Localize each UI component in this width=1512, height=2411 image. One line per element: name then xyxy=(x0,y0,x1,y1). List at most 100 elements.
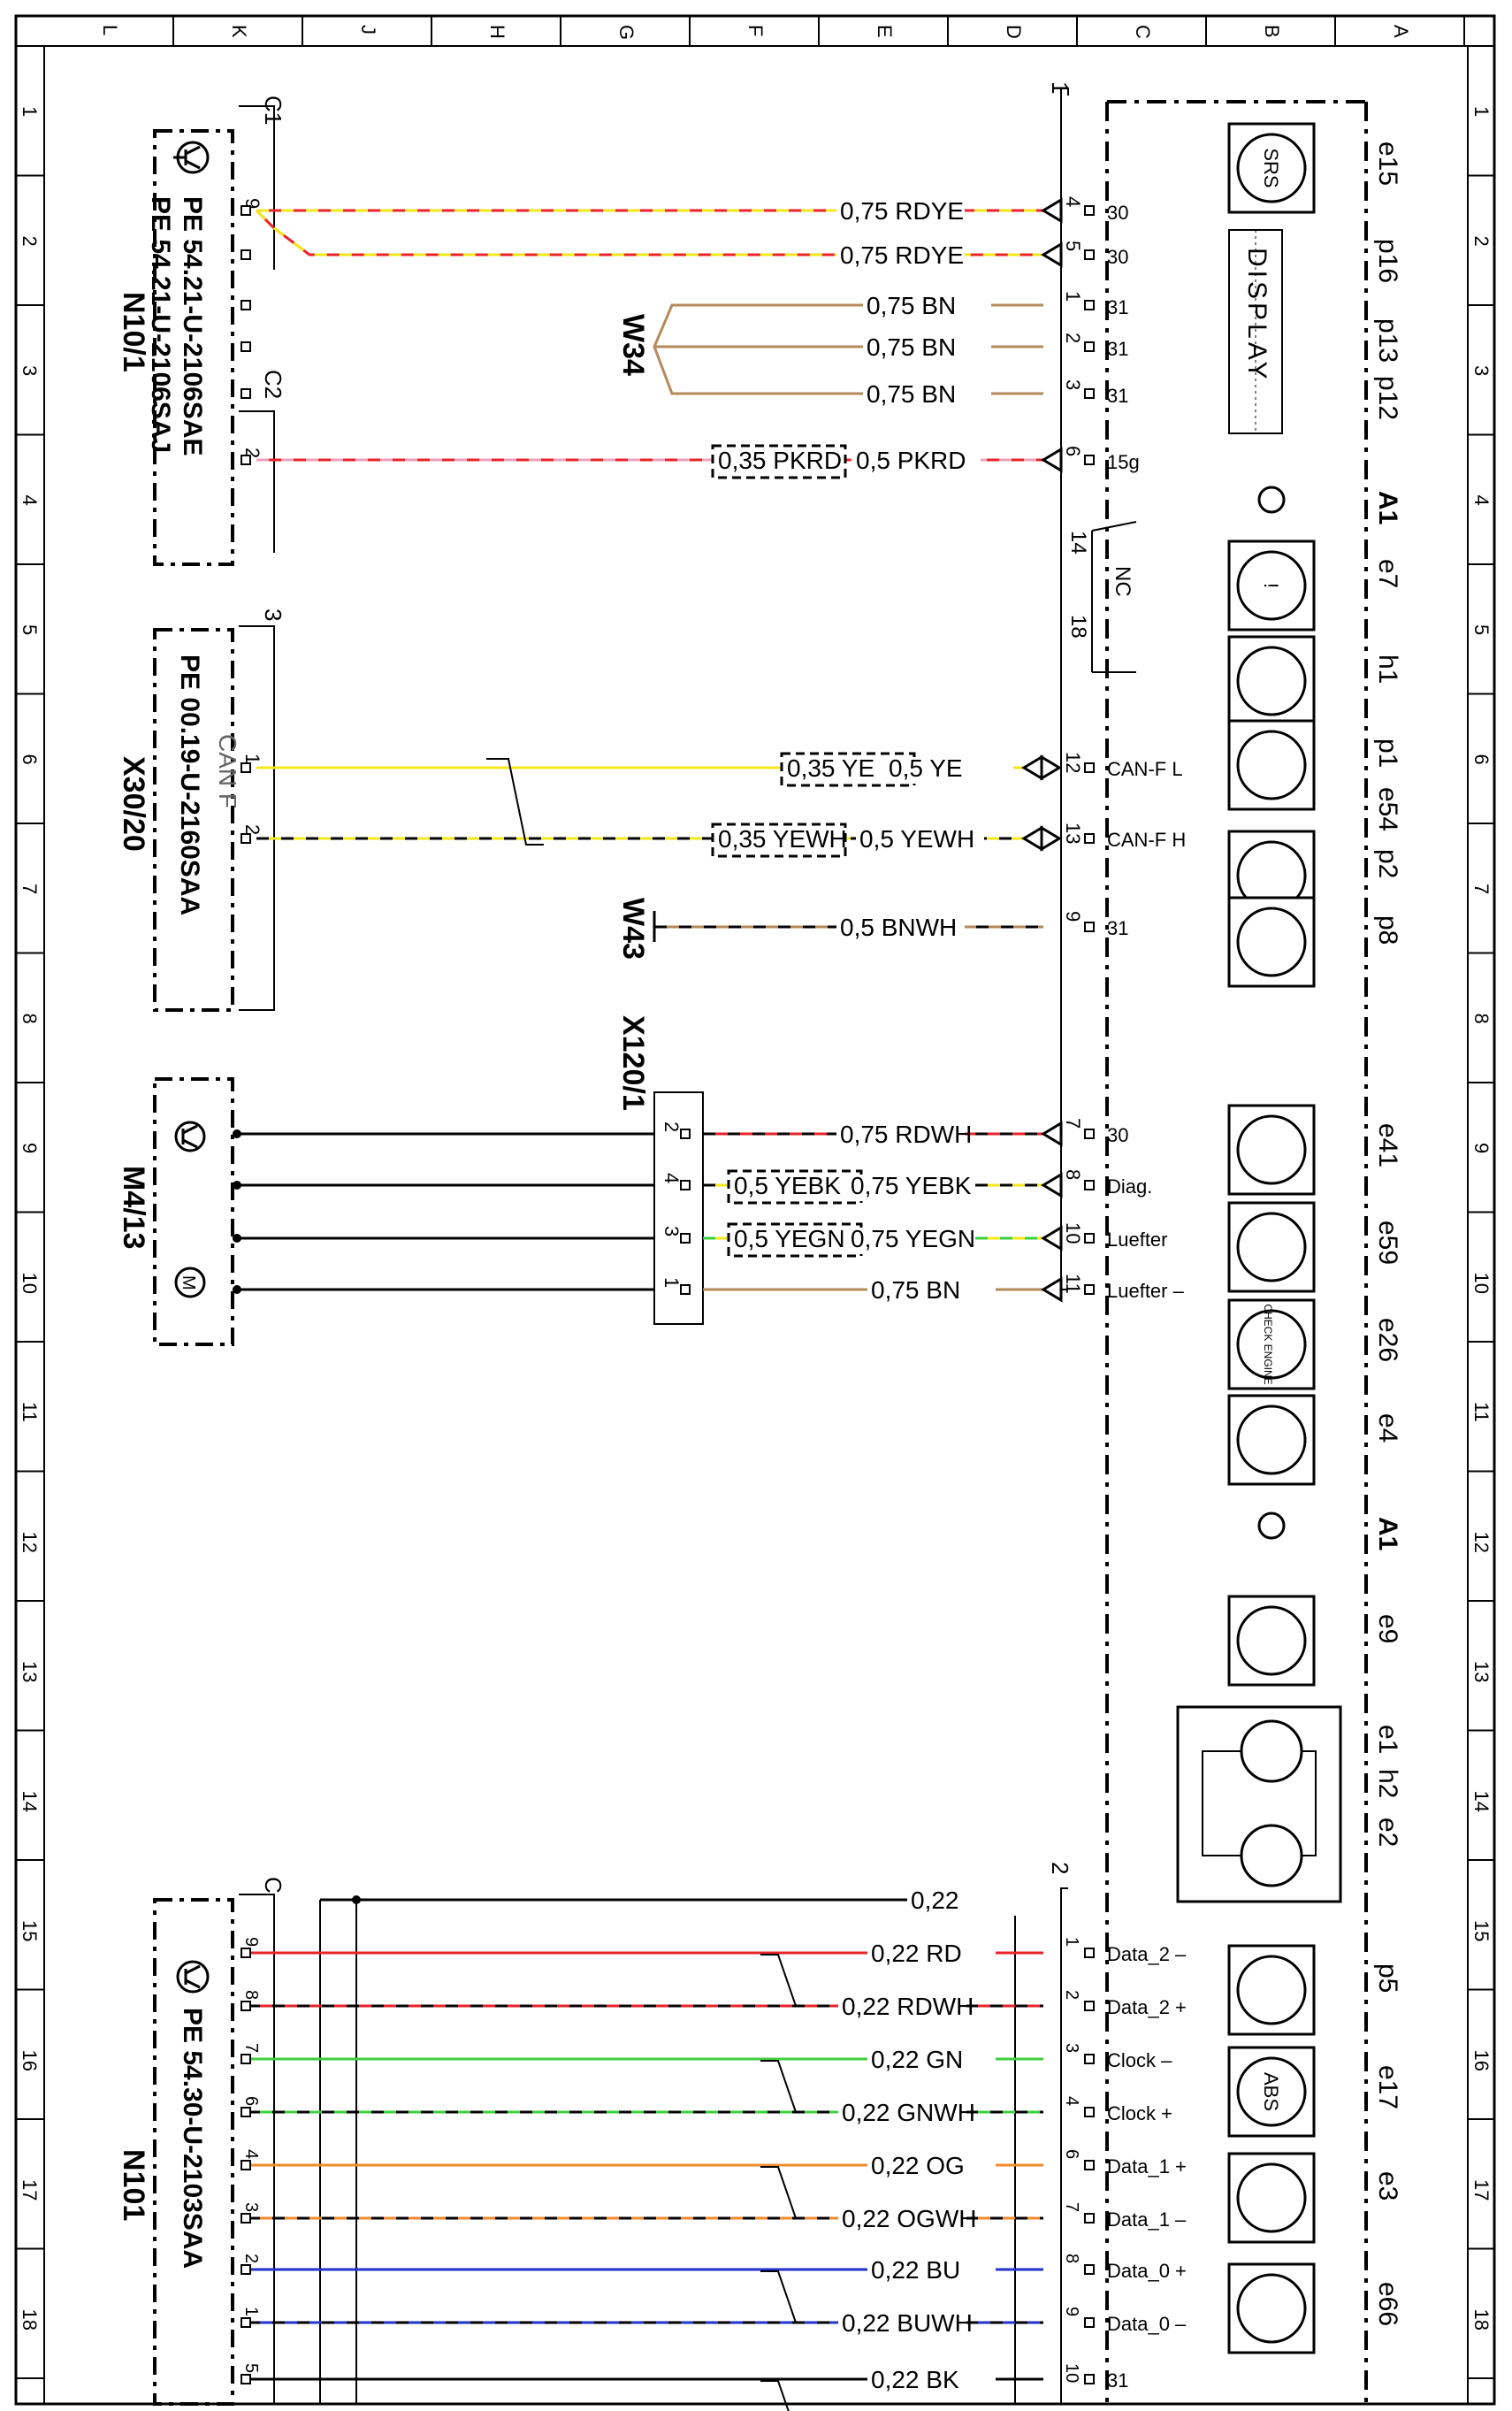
terminal-label: 31 xyxy=(1107,2369,1128,2392)
grid-number-right: 8 xyxy=(1470,1014,1493,1024)
pin-terminal xyxy=(1084,205,1095,216)
grid-letter: C xyxy=(1132,25,1154,39)
connector-arrow-icon xyxy=(1041,1172,1063,1198)
grid-number-right: 10 xyxy=(1470,1273,1493,1294)
indicator-symbol: CHECK ENGINE xyxy=(1262,1304,1274,1384)
pin-number: 5 xyxy=(241,2363,261,2373)
grid-number-left: 12 xyxy=(19,1532,41,1553)
grid-letter: K xyxy=(228,25,250,38)
motor-icon: M xyxy=(174,1267,206,1298)
indicator: e41 xyxy=(1227,1104,1402,1196)
transistor-icon xyxy=(176,1960,210,1994)
terminal-label: 15g xyxy=(1107,451,1140,473)
indicator: p13 xyxy=(1373,318,1402,363)
temperature-gauge-icon xyxy=(1236,730,1307,800)
x30-20-module: PE 00.19-U-2160SAA CAN F X30/20 3 xyxy=(117,608,286,1012)
grid-number-right: 18 xyxy=(1470,2309,1493,2331)
grid-number-left: 15 xyxy=(19,1920,41,1941)
pin-terminal xyxy=(241,249,251,260)
pin-terminal xyxy=(241,455,251,465)
wire-gauge-label: 0,5 YE xyxy=(889,754,963,782)
transistor-icon xyxy=(174,1121,206,1152)
a1-instrument-cluster: 1 2 xyxy=(1047,81,1368,2404)
x30-20-part: PE 00.19-U-2160SAA xyxy=(175,654,204,915)
pin-terminal xyxy=(241,2160,251,2170)
connector-arrow-icon xyxy=(1041,241,1063,268)
pin-terminal xyxy=(241,833,251,844)
indicator: e4 xyxy=(1227,1394,1402,1486)
indicator-box xyxy=(1227,896,1316,988)
pin-number: 1 xyxy=(241,2307,261,2316)
indicator: e54 xyxy=(1373,787,1402,831)
n101-module: PE 54.30-U-2103SAA N101 C xyxy=(117,1877,321,2406)
grid-number-left: 9 xyxy=(19,1143,41,1153)
bus-arrow-icon xyxy=(1021,825,1043,852)
pin-number: 3 xyxy=(1062,2043,1081,2053)
indicator: p5 xyxy=(1227,1944,1402,2036)
indicator-box xyxy=(1227,1201,1316,1293)
wire-gauge-label: 0,5 PKRD xyxy=(856,447,966,474)
indicator-box xyxy=(1227,2152,1316,2244)
pin-terminal xyxy=(680,1129,691,1139)
indicator-box xyxy=(1227,540,1316,631)
pin-number: 7 xyxy=(1062,2202,1081,2212)
indicator-box xyxy=(1227,635,1316,727)
terminal-label: CAN-F H xyxy=(1107,829,1186,851)
indicator-box xyxy=(1227,2046,1316,2138)
grid-letter: G xyxy=(615,25,638,40)
pin-terminal xyxy=(1084,388,1095,399)
pin-terminal xyxy=(241,2213,251,2223)
pin-terminal xyxy=(241,2317,251,2328)
indicator-code: e41 xyxy=(1373,1123,1402,1167)
indicator: e7! xyxy=(1227,540,1402,631)
pin-number: 13 xyxy=(1062,823,1084,844)
wire-alt-gauge-label: 0,35 YE xyxy=(787,754,874,782)
n101-id: N101 xyxy=(117,2149,150,2221)
high-beam-icon xyxy=(1236,2162,1307,2233)
wire-gauge-label: 0,5 BNWH xyxy=(840,914,957,941)
tire-pressure-icon xyxy=(1236,2273,1307,2344)
w34-splice: W34 xyxy=(616,303,884,395)
grid-number-right: 16 xyxy=(1470,2050,1493,2071)
pin-terminal xyxy=(1084,2264,1095,2275)
indicator-code: e9 xyxy=(1373,1614,1402,1643)
buzzer-icon xyxy=(1236,646,1307,716)
wire-alt-gauge-label: 0,35 YEWH xyxy=(718,825,847,853)
grid-number-right: 15 xyxy=(1470,1920,1493,1941)
x30-20-bus: CAN F xyxy=(214,734,241,808)
indicator-code: e3 xyxy=(1373,2171,1402,2201)
terminal-label: 31 xyxy=(1107,296,1128,318)
terminal-label: Clock – xyxy=(1107,2049,1172,2071)
indicator: h2 xyxy=(1373,1769,1402,1798)
pin-number: 10 xyxy=(1062,1222,1084,1244)
pin-terminal xyxy=(241,2374,251,2384)
pin-terminal xyxy=(1084,2160,1095,2170)
grid-number-left: 8 xyxy=(19,1014,41,1024)
pin-number: 12 xyxy=(1062,752,1084,773)
pin-number: 4 xyxy=(661,1173,683,1183)
indicator-code: e17 xyxy=(1373,2065,1402,2109)
connector-arrow-icon xyxy=(1041,1225,1063,1251)
conn-c2-label: C2 xyxy=(260,370,286,399)
pin-number: 2 xyxy=(241,2254,261,2263)
grid-number-left: 6 xyxy=(19,754,41,765)
pin-number: 8 xyxy=(241,1990,261,2000)
grid-number-right: 5 xyxy=(1470,624,1493,635)
pin-terminal xyxy=(241,762,251,773)
pin-terminal xyxy=(680,1284,691,1295)
grid-number-left: 13 xyxy=(19,1661,41,1682)
grid-number-right: 12 xyxy=(1470,1532,1493,1553)
pin-terminal xyxy=(1084,1180,1095,1190)
indicator-code: e2 xyxy=(1373,1818,1402,1847)
grid-number-left: 7 xyxy=(19,884,41,894)
bus-arrow-icon xyxy=(1021,754,1043,781)
indicator-symbol: ! xyxy=(1260,583,1282,588)
